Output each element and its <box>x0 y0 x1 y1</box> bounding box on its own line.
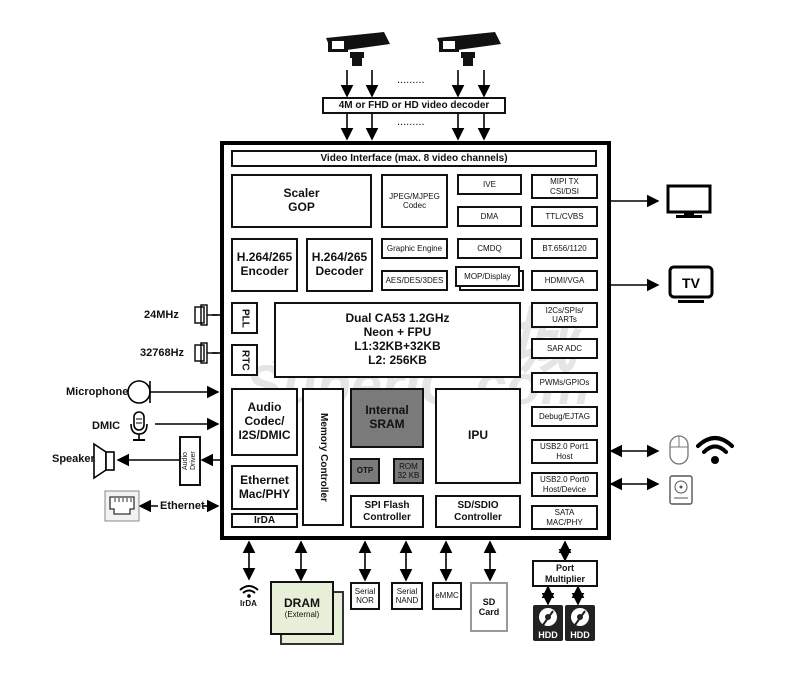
port-multiplier: Port Multiplier <box>532 560 598 587</box>
peripheral-block: TTL/CVBS <box>531 206 598 227</box>
mouse-icon <box>669 435 689 465</box>
graphic-engine: Graphic Engine <box>381 238 448 259</box>
aes-des: AES/DES/3DES <box>381 270 448 291</box>
ellipsis-top: ......... <box>397 74 425 86</box>
dram-label: DRAM <box>284 595 320 610</box>
soc-chip <box>220 141 611 540</box>
dram-external: DRAM (External) <box>270 581 334 635</box>
irda-label: IrDA <box>240 599 257 608</box>
serial-nand: Serial NAND <box>391 582 423 610</box>
audio-codec: Audio Codec/ I2S/DMIC <box>231 388 298 456</box>
scaler-gop: Scaler GOP <box>231 174 372 228</box>
ipu: IPU <box>435 388 521 484</box>
wifi-icon <box>696 436 734 464</box>
camera-icon <box>326 32 390 66</box>
crystal-icon <box>194 342 217 364</box>
rtc: RTC <box>231 344 258 376</box>
mop-display: MOP/Display <box>455 266 520 287</box>
dram-sub-label: (External) <box>284 610 320 620</box>
hdd-label: HDD <box>538 630 558 640</box>
hard-drive-icon <box>669 475 693 505</box>
ive: IVE <box>457 174 522 195</box>
peripheral-block: USB2.0 Port1 Host <box>531 439 598 464</box>
microphone-label: Microphone <box>66 386 129 398</box>
tv-text: TV <box>682 275 701 291</box>
irda-block: IrDA <box>231 513 298 528</box>
peripheral-block: USB2.0 Port0 Host/Device <box>531 472 598 497</box>
dma: DMA <box>457 206 522 227</box>
pll: PLL <box>231 302 258 334</box>
spi-flash-controller: SPI Flash Controller <box>350 495 424 528</box>
emmc: eMMC <box>432 582 462 610</box>
ethernet-port-icon <box>104 490 140 522</box>
ellipsis-bottom: ......... <box>397 116 425 128</box>
internal-sram: Internal SRAM <box>350 388 424 448</box>
rom: ROM 32 KB <box>393 458 424 484</box>
hdd-icon: HDD <box>533 605 563 641</box>
monitor-icon <box>666 184 712 218</box>
sd-card: SD Card <box>470 582 508 632</box>
peripheral-block: PWMs/GPIOs <box>531 372 598 393</box>
peripheral-block: SATA MAC/PHY <box>531 505 598 530</box>
speaker-label: Speaker <box>52 453 95 465</box>
camera-icon <box>437 32 501 66</box>
dmic-icon <box>130 411 148 441</box>
hdd-icon: HDD <box>565 605 595 641</box>
crystal-icon <box>194 304 217 326</box>
peripheral-block: BT.656/1120 <box>531 238 598 259</box>
cmdq: CMDQ <box>457 238 522 259</box>
ethernet-label: Ethernet <box>160 500 205 512</box>
sd-sdio-controller: SD/SDIO Controller <box>435 495 521 528</box>
clock-24mhz-label: 24MHz <box>144 309 179 321</box>
peripheral-block: SAR ADC <box>531 338 598 359</box>
hdd-label: HDD <box>570 630 590 640</box>
jpeg-codec: JPEG/MJPEG Codec <box>381 174 448 228</box>
tv-icon: TV <box>668 265 714 303</box>
serial-nor: Serial NOR <box>350 582 380 610</box>
video-interface: Video Interface (max. 8 video channels) <box>231 150 597 167</box>
ethernet-mac: Ethernet Mac/PHY <box>231 465 298 510</box>
otp: OTP <box>350 458 380 484</box>
peripheral-block: MIPI TX CSI/DSI <box>531 174 598 199</box>
speaker-icon <box>93 442 115 480</box>
video-decoder: 4M or FHD or HD video decoder <box>322 97 506 114</box>
h264-encoder: H.264/265 Encoder <box>231 238 298 292</box>
peripheral-block: HDMI/VGA <box>531 270 598 291</box>
memory-controller: Memory Controller <box>302 388 344 526</box>
peripheral-block: I2Cs/SPIs/ UARTs <box>531 302 598 328</box>
h264-decoder: H.264/265 Decoder <box>306 238 373 292</box>
microphone-icon <box>127 380 151 404</box>
cpu-block: Dual CA53 1.2GHz Neon + FPU L1:32KB+32KB… <box>274 302 521 378</box>
audio-driver: Audio Driver <box>179 436 201 486</box>
irda-wireless-icon <box>239 585 259 598</box>
clock-32768hz-label: 32768Hz <box>140 347 185 359</box>
peripheral-block: Debug/EJTAG <box>531 406 598 427</box>
dmic-label: DMIC <box>92 420 121 432</box>
